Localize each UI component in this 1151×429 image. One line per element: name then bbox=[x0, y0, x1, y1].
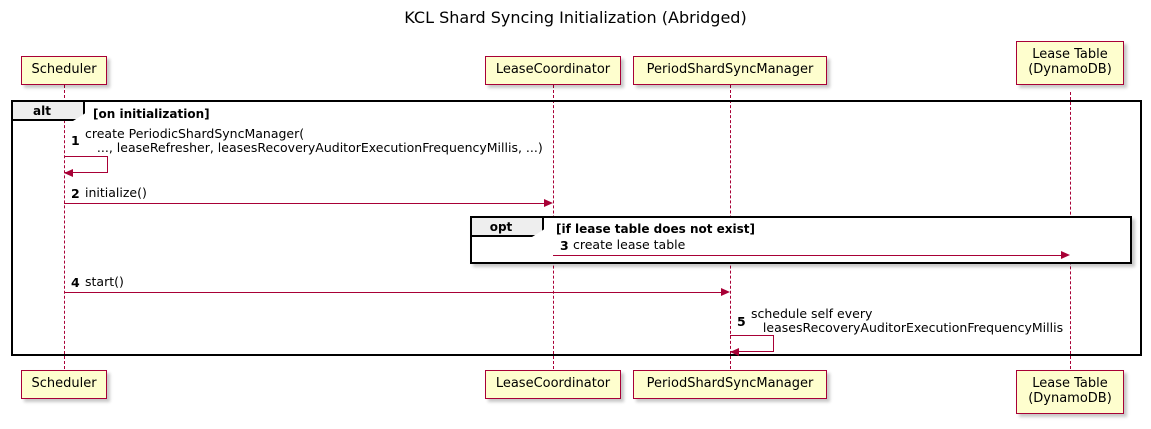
participant-scheduler-top[interactable]: Scheduler bbox=[21, 56, 107, 85]
message-5-text: schedule self every leasesRecoveryAudito… bbox=[751, 306, 1064, 335]
participant-period-shard-sync-manager-bottom[interactable]: PeriodShardSyncManager bbox=[633, 370, 827, 399]
message-2-arrowhead bbox=[544, 198, 553, 207]
participant-period-shard-sync-manager-top[interactable]: PeriodShardSyncManager bbox=[633, 56, 827, 85]
participant-lease-table-bottom[interactable]: Lease Table (DynamoDB) bbox=[1016, 370, 1124, 414]
participant-lease-coordinator-bottom[interactable]: LeaseCoordinator bbox=[485, 370, 621, 399]
fragment-opt: opt bbox=[470, 216, 1132, 264]
fragment-opt-tab: opt bbox=[472, 218, 544, 237]
message-4-text: start() bbox=[85, 274, 124, 289]
message-3-text: create lease table bbox=[573, 237, 686, 252]
message-4-line bbox=[64, 292, 721, 293]
fragment-alt-tab: alt bbox=[13, 102, 85, 121]
message-1-arrowhead bbox=[64, 168, 73, 177]
lifeline-scheduler bbox=[64, 85, 65, 369]
participant-lease-table-top[interactable]: Lease Table (DynamoDB) bbox=[1016, 41, 1124, 85]
message-1-selfloop bbox=[64, 156, 108, 173]
message-1-number: 1 bbox=[71, 133, 80, 148]
message-4-arrowhead bbox=[721, 287, 730, 296]
message-3-arrowhead bbox=[1061, 250, 1070, 259]
participant-scheduler-bottom[interactable]: Scheduler bbox=[21, 370, 107, 399]
message-3-line bbox=[553, 255, 1061, 256]
message-1-text: create PeriodicShardSyncManager( ..., le… bbox=[85, 126, 543, 155]
message-2-line bbox=[64, 203, 544, 204]
fragment-alt: alt bbox=[11, 100, 1142, 356]
page-title: KCL Shard Syncing Initialization (Abridg… bbox=[404, 8, 747, 27]
message-2-number: 2 bbox=[71, 186, 80, 201]
message-5-selfloop bbox=[730, 335, 774, 352]
message-2-text: initialize() bbox=[85, 185, 147, 200]
participant-lease-coordinator-top[interactable]: LeaseCoordinator bbox=[485, 56, 621, 85]
message-4-number: 4 bbox=[71, 275, 80, 290]
message-3-number: 3 bbox=[560, 238, 569, 253]
message-5-arrowhead bbox=[730, 347, 739, 356]
fragment-alt-guard: [on initialization] bbox=[93, 107, 210, 121]
fragment-opt-guard: [if lease table does not exist] bbox=[556, 222, 756, 236]
message-5-number: 5 bbox=[737, 314, 746, 329]
